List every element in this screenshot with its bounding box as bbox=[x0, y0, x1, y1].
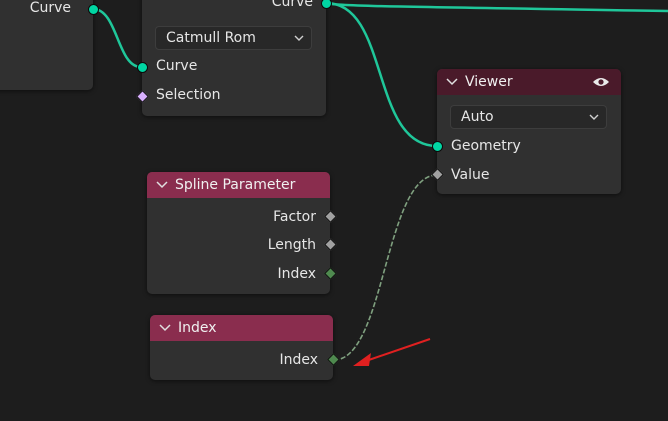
chevron-down-icon[interactable] bbox=[155, 178, 169, 192]
resample-output-label: Curve bbox=[271, 0, 313, 10]
left-node-output-label: Curve bbox=[29, 0, 71, 16]
resample-input-curve-socket[interactable] bbox=[137, 62, 148, 73]
link-index-to-viewer-value bbox=[333, 174, 438, 361]
viewer-title: Viewer bbox=[465, 74, 513, 90]
link-resample-to-top-right bbox=[325, 1, 668, 13]
spline-factor-label: Factor bbox=[273, 209, 316, 225]
index-title: Index bbox=[178, 320, 217, 336]
viewer-domain-dropdown[interactable]: Auto bbox=[450, 105, 607, 129]
spline-length-label: Length bbox=[267, 237, 316, 253]
index-header[interactable]: Index bbox=[150, 315, 333, 341]
viewer-header[interactable]: Viewer bbox=[437, 69, 621, 95]
chevron-down-icon[interactable] bbox=[158, 321, 172, 335]
index-output-label: Index bbox=[279, 352, 318, 368]
spline-parameter-node[interactable]: Spline Parameter Factor Length Index bbox=[147, 172, 330, 294]
spline-parameter-title: Spline Parameter bbox=[175, 177, 296, 193]
left-node[interactable]: Curve bbox=[0, 0, 93, 90]
index-node[interactable]: Index Index bbox=[150, 315, 333, 380]
viewer-geometry-socket[interactable] bbox=[432, 141, 443, 152]
viewer-value-label: Value bbox=[451, 167, 490, 183]
viewer-geometry-label: Geometry bbox=[451, 138, 521, 154]
left-node-curve-socket[interactable] bbox=[88, 4, 99, 15]
resample-mode-dropdown[interactable]: Catmull Rom bbox=[155, 26, 312, 50]
viewer-domain-value: Auto bbox=[461, 109, 494, 125]
chevron-down-icon bbox=[294, 35, 304, 41]
spline-parameter-header[interactable]: Spline Parameter bbox=[147, 172, 330, 198]
link-left-curve-to-resample bbox=[92, 7, 142, 69]
resample-node[interactable]: Curve Catmull Rom Curve Selection bbox=[142, 0, 326, 116]
viewer-node[interactable]: Viewer Auto Geometry Value bbox=[437, 69, 621, 194]
resample-input-curve-label: Curve bbox=[156, 58, 198, 74]
red-arrow-head bbox=[353, 353, 371, 366]
resample-input-selection-label: Selection bbox=[156, 87, 221, 103]
resample-mode-value: Catmull Rom bbox=[166, 30, 256, 46]
chevron-down-icon[interactable] bbox=[445, 75, 459, 89]
eye-icon[interactable] bbox=[592, 76, 610, 88]
red-arrow bbox=[359, 338, 431, 364]
link-resample-to-viewer-geometry bbox=[325, 1, 438, 148]
spline-index-label: Index bbox=[277, 266, 316, 282]
chevron-down-icon bbox=[589, 114, 599, 120]
resample-output-curve-socket[interactable] bbox=[321, 0, 332, 9]
